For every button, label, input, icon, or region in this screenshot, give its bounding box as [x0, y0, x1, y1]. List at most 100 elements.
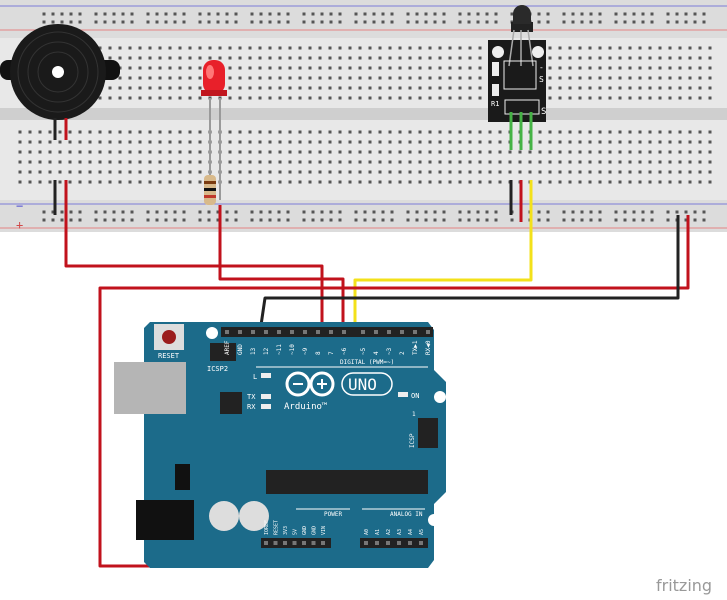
- digital-pin[interactable]: [426, 330, 430, 334]
- analog-pin[interactable]: [375, 541, 379, 545]
- wire-gnd-black: [258, 215, 680, 333]
- breadboard-hole: [638, 170, 642, 174]
- rail-hole: [580, 218, 584, 222]
- rail-hole: [494, 20, 498, 24]
- rail-hole: [155, 12, 159, 16]
- breadboard-hole: [668, 56, 672, 60]
- breadboard-hole: [348, 140, 352, 144]
- breadboard-hole: [98, 46, 102, 50]
- breadboard-hole: [238, 76, 242, 80]
- rail-hole: [51, 218, 55, 222]
- rail-hole: [433, 218, 437, 222]
- rail-hole: [390, 210, 394, 214]
- breadboard-hole: [448, 170, 452, 174]
- breadboard-hole: [398, 150, 402, 154]
- breadboard-hole: [708, 56, 712, 60]
- breadboard-hole: [98, 96, 102, 100]
- digital-pin[interactable]: [238, 330, 242, 334]
- breadboard-hole: [258, 66, 262, 70]
- breadboard-hole: [548, 56, 552, 60]
- digital-pin-label: ~3: [386, 347, 393, 355]
- digital-pin[interactable]: [251, 330, 255, 334]
- breadboard-hole: [298, 130, 302, 134]
- breadboard-hole: [498, 170, 502, 174]
- power-pin[interactable]: [273, 541, 278, 545]
- analog-pin[interactable]: [397, 541, 401, 545]
- digital-pin[interactable]: [316, 330, 320, 334]
- rail-hole: [234, 218, 238, 222]
- breadboard-hole: [78, 170, 82, 174]
- red-led[interactable]: [201, 60, 227, 96]
- digital-pin[interactable]: [277, 330, 281, 334]
- power-pin[interactable]: [302, 541, 306, 545]
- temperature-sensor-module[interactable]: R1 S - S: [488, 5, 546, 150]
- digital-pin[interactable]: [264, 330, 268, 334]
- breadboard-hole: [698, 180, 702, 184]
- breadboard-hole: [368, 150, 372, 154]
- breadboard-hole: [68, 130, 72, 134]
- breadboard-hole: [528, 160, 532, 164]
- digital-pin[interactable]: [329, 330, 333, 334]
- breadboard-hole: [568, 130, 572, 134]
- breadboard-hole: [378, 180, 382, 184]
- digital-pin[interactable]: [225, 330, 229, 334]
- rail-hole: [329, 218, 333, 222]
- power-pin[interactable]: [283, 541, 287, 545]
- digital-pin[interactable]: [361, 330, 365, 334]
- rail-hole: [225, 210, 229, 214]
- breadboard-hole: [448, 160, 452, 164]
- breadboard-hole: [398, 46, 402, 50]
- rail-hole: [146, 218, 150, 222]
- digital-pin[interactable]: [413, 330, 417, 334]
- rail-hole: [173, 218, 177, 222]
- breadboard-hole: [288, 170, 292, 174]
- breadboard-hole: [388, 170, 392, 174]
- breadboard-hole: [608, 130, 612, 134]
- power-pin[interactable]: [264, 541, 268, 545]
- breadboard-hole: [638, 66, 642, 70]
- breadboard-hole: [688, 66, 692, 70]
- breadboard-hole: [108, 160, 112, 164]
- power-pin[interactable]: [311, 541, 316, 545]
- analog-pin[interactable]: [408, 541, 412, 545]
- breadboard-hole: [238, 56, 242, 60]
- digital-pin[interactable]: [290, 330, 294, 334]
- rail-hole: [198, 12, 202, 16]
- breadboard-hole: [578, 130, 582, 134]
- breadboard-hole: [18, 180, 22, 184]
- breadboard-hole: [118, 46, 122, 50]
- rail-hole: [363, 210, 367, 214]
- icsp-label: ICSP: [409, 433, 416, 448]
- analog-pin[interactable]: [364, 541, 368, 545]
- breadboard-hole: [658, 160, 662, 164]
- sensor-minus-label: -: [539, 63, 544, 72]
- digital-pin[interactable]: [303, 330, 307, 334]
- digital-pin[interactable]: [342, 330, 346, 334]
- digital-pin[interactable]: [400, 330, 404, 334]
- breadboard-hole: [178, 46, 182, 50]
- breadboard-hole: [608, 96, 612, 100]
- analog-pin[interactable]: [386, 541, 390, 545]
- piezo-buzzer[interactable]: [0, 24, 120, 140]
- breadboard-hole: [688, 170, 692, 174]
- breadboard-hole: [58, 180, 62, 184]
- rail-hole: [234, 20, 238, 24]
- breadboard-hole: [458, 170, 462, 174]
- rail-hole: [60, 12, 64, 16]
- breadboard-hole: [678, 140, 682, 144]
- analog-pin[interactable]: [419, 541, 423, 545]
- rail-hole: [675, 20, 679, 24]
- breadboard-hole: [468, 180, 472, 184]
- power-pin[interactable]: [321, 541, 325, 545]
- rail-hole: [182, 20, 186, 24]
- breadboard-hole: [658, 76, 662, 80]
- breadboard-hole: [188, 160, 192, 164]
- breadboard-hole: [108, 150, 112, 154]
- rail-hole: [510, 218, 514, 222]
- digital-pin[interactable]: [387, 330, 391, 334]
- rail-hole: [485, 210, 489, 214]
- digital-pin[interactable]: [374, 330, 378, 334]
- resistor[interactable]: [204, 175, 216, 205]
- power-pin[interactable]: [292, 541, 297, 545]
